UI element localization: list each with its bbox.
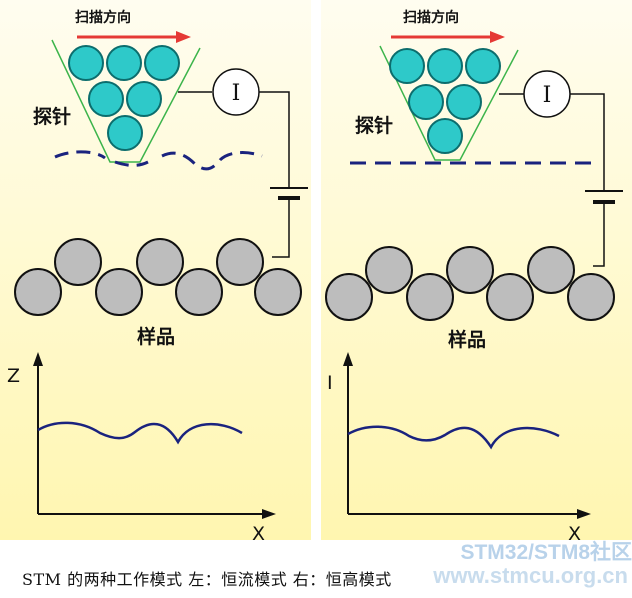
scan-direction-arrow-icon [391, 31, 505, 43]
circuit-wire [593, 203, 605, 267]
sample-atom [406, 273, 454, 321]
probe-atoms [68, 45, 180, 151]
probe-label: 探针 [33, 105, 71, 128]
probe-label: 探针 [355, 114, 393, 137]
figure-caption: STM 的两种工作模式 左：恒流模式 右：恒高模式 [22, 570, 392, 589]
probe-tip-outline [379, 45, 519, 161]
sample-atom [486, 273, 534, 321]
meter-label: I [232, 81, 241, 106]
probe-atom [126, 81, 162, 117]
height-graph-curve [37, 421, 243, 445]
current-graph-curve [347, 425, 560, 450]
meter-label: I [543, 83, 552, 108]
battery-icon [270, 187, 308, 200]
probe-atom [427, 48, 463, 84]
scan-direction-label: 扫描方向 [75, 9, 131, 26]
y-axis-label: I [327, 372, 333, 394]
sample-atoms [14, 238, 302, 316]
circuit-wire [272, 199, 290, 258]
circuit-wire [570, 93, 605, 190]
circuit-wire [259, 91, 290, 187]
sample-atom [254, 268, 302, 316]
x-axis-label: X [252, 523, 265, 540]
tip-path-trace [54, 150, 263, 171]
left-diagram: 扫描方向 探针 I [0, 0, 311, 540]
probe-atom [408, 84, 444, 120]
watermark-line-1: STM32/STM8社区 [460, 541, 632, 564]
probe-atom [68, 45, 104, 81]
watermark: STM32/STM8社区 www.stmcu.org.cn [400, 541, 632, 589]
scan-direction-arrow-icon [77, 31, 191, 43]
probe-atom [106, 45, 142, 81]
x-axis-label: X [568, 523, 581, 540]
sample-label: 样品 [137, 325, 175, 348]
sample-atom [527, 246, 575, 294]
left-panel-constant-current: 扫描方向 探针 I [0, 0, 311, 540]
probe-atom [446, 84, 482, 120]
sample-atom [54, 238, 102, 286]
sample-atom [14, 268, 62, 316]
probe-atom [389, 48, 425, 84]
right-diagram: 扫描方向 探针 I [321, 0, 632, 540]
probe-atom [107, 115, 143, 151]
right-panel-constant-height: 扫描方向 探针 I [321, 0, 632, 540]
probe-atom [465, 48, 501, 84]
graph-axes [343, 352, 591, 519]
scan-direction-label: 扫描方向 [403, 9, 459, 26]
sample-atom [216, 238, 264, 286]
probe-tip-outline [51, 39, 201, 163]
sample-label: 样品 [448, 328, 486, 351]
battery-icon [585, 190, 623, 204]
sample-atom [95, 268, 143, 316]
sample-atom [136, 238, 184, 286]
probe-atom [427, 118, 463, 154]
probe-atoms [389, 48, 501, 154]
sample-atom [175, 268, 223, 316]
probe-atom [88, 81, 124, 117]
sample-atom [446, 246, 494, 294]
sample-atom [365, 246, 413, 294]
sample-atoms [325, 246, 615, 321]
probe-atom [144, 45, 180, 81]
watermark-line-2: www.stmcu.org.cn [433, 563, 628, 589]
y-axis-label: Z [7, 365, 20, 387]
sample-atom [325, 273, 373, 321]
graph-axes [33, 352, 276, 519]
sample-atom [567, 273, 615, 321]
